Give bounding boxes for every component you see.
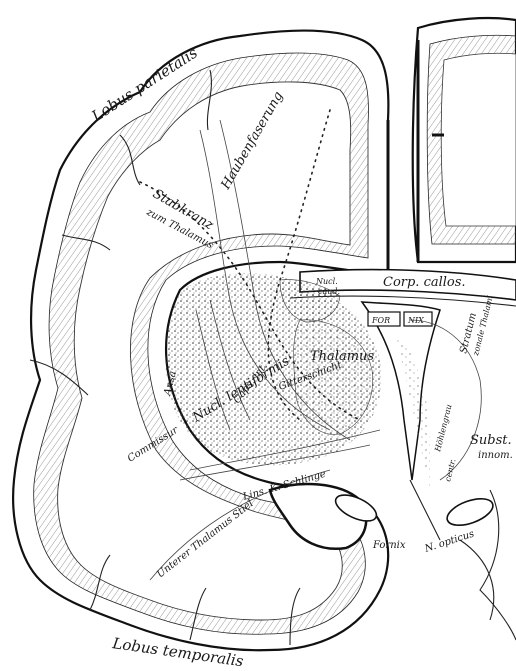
label-nix: NIX	[407, 316, 424, 325]
label-centr: centr.	[443, 458, 457, 483]
label-n-opticus: N. opticus	[423, 529, 476, 556]
label-nucl-caud-2: caud.	[318, 287, 340, 296]
label-thalamus: Thalamus	[310, 349, 374, 364]
label-nucl-caud-1: Nucl.	[315, 277, 338, 286]
label-subst: Subst.	[470, 433, 512, 448]
label-corp-callos: Corp. callos.	[383, 275, 466, 290]
label-fornix: Fornix	[372, 540, 406, 551]
label-innom: innom.	[478, 450, 513, 461]
label-for: FOR	[371, 316, 390, 325]
right-hemisphere	[388, 18, 516, 275]
label-hoehlengrau: Höhlengrau	[433, 403, 454, 453]
